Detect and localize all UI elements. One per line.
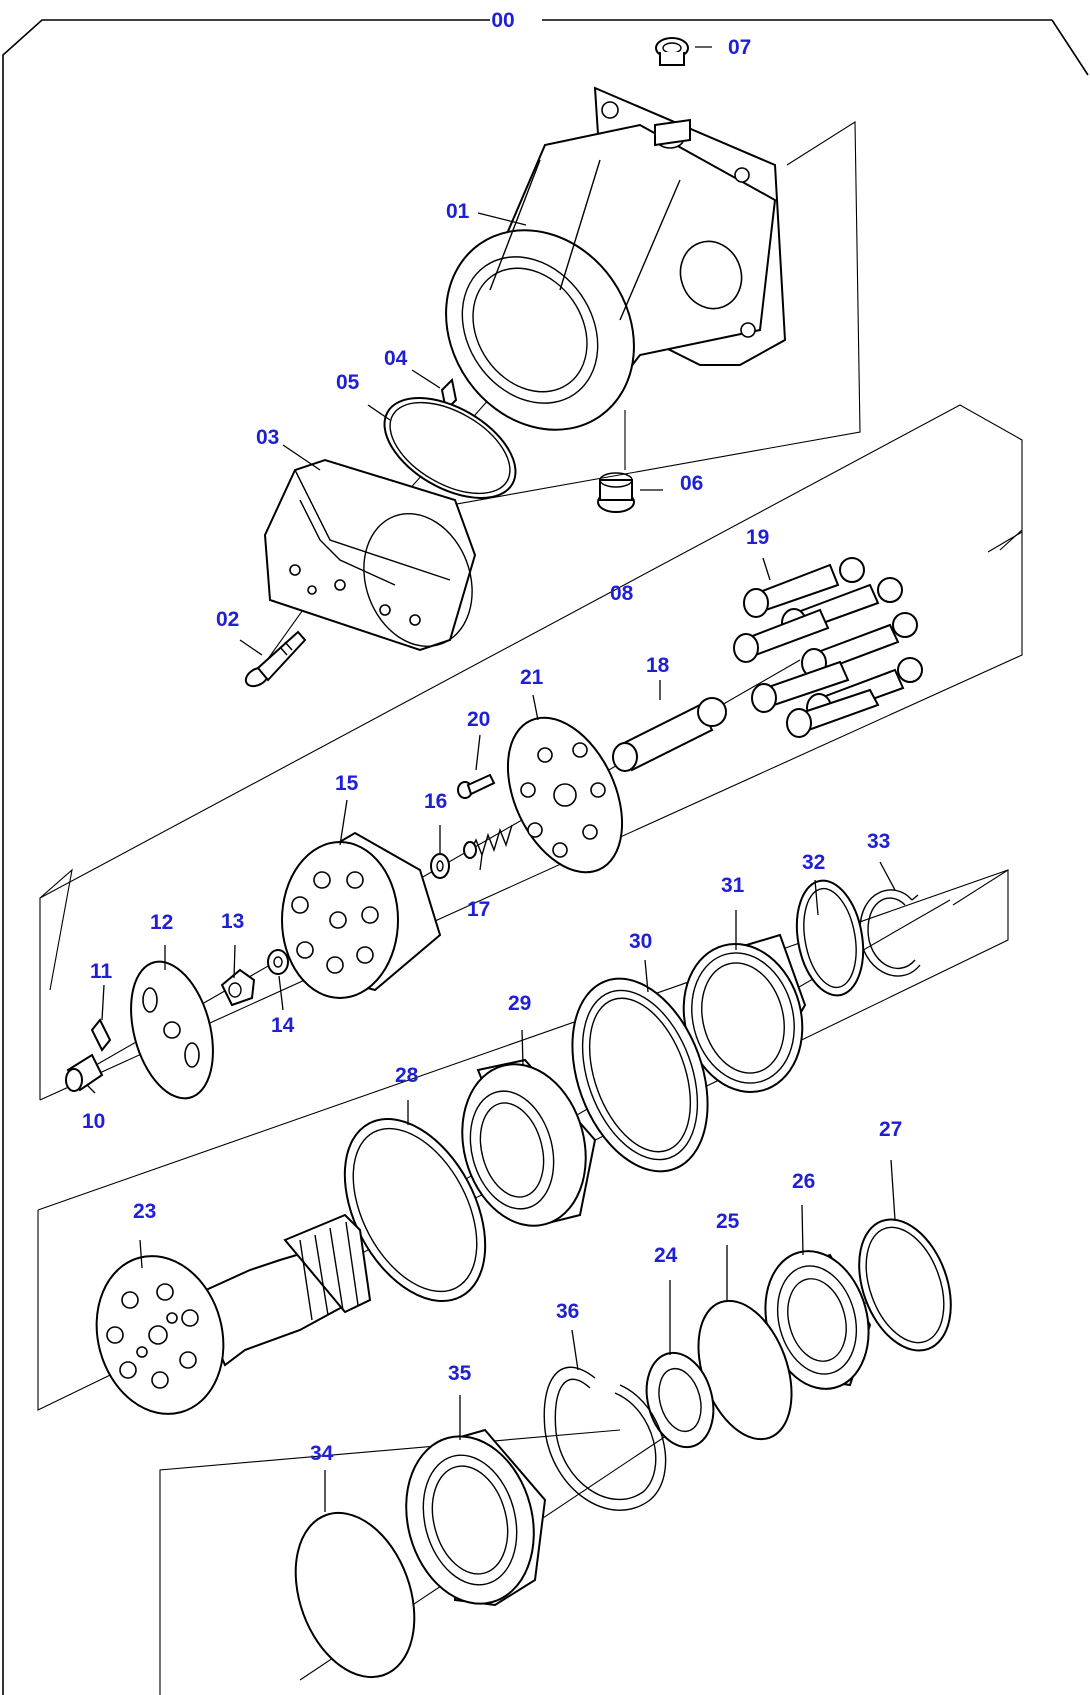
washer-part-16 — [430, 853, 450, 879]
bearing-part-29 — [461, 1058, 597, 1227]
seal-ring-part-30 — [571, 977, 709, 1173]
callout-30[interactable]: 30 — [629, 930, 652, 953]
callout-17[interactable]: 17 — [467, 898, 490, 921]
pin-part-11 — [90, 1018, 112, 1052]
callout-14[interactable]: 14 — [271, 1014, 295, 1037]
callout-13[interactable]: 13 — [221, 910, 244, 933]
callout-28[interactable]: 28 — [395, 1064, 419, 1087]
circlip-part-27 — [858, 1218, 952, 1352]
drive-shaft-part-23 — [95, 1213, 372, 1415]
callout-01[interactable]: 01 — [446, 200, 470, 223]
center-pin-part-18 — [612, 697, 727, 772]
callout-02[interactable]: 02 — [216, 608, 239, 631]
plug-part-07 — [655, 37, 689, 66]
callout-29[interactable]: 29 — [508, 992, 531, 1015]
callout-16[interactable]: 16 — [424, 790, 447, 813]
callout-32[interactable]: 32 — [802, 851, 825, 874]
callout-06[interactable]: 06 — [680, 472, 703, 495]
o-ring-part-34 — [294, 1511, 416, 1679]
callout-08[interactable]: 08 — [610, 582, 634, 605]
callout-19[interactable]: 19 — [746, 526, 769, 549]
shaft-seal-part-35 — [405, 1428, 547, 1607]
bearing-part-31 — [682, 933, 807, 1093]
callout-26[interactable]: 26 — [792, 1170, 815, 1193]
disc-part-12 — [130, 960, 214, 1100]
callout-labels: 00 07 01 04 05 03 06 02 08 19 18 21 20 1… — [82, 9, 902, 1465]
housing-group-bracket — [411, 121, 861, 513]
callout-07[interactable]: 07 — [728, 36, 751, 59]
small-washer-part-14 — [267, 949, 289, 975]
callout-00[interactable]: 00 — [491, 9, 514, 32]
callout-11[interactable]: 11 — [90, 960, 113, 983]
callout-15[interactable]: 15 — [335, 772, 359, 795]
cylinder-block-part-15 — [281, 831, 442, 999]
pistons-part-19 — [733, 557, 923, 738]
port-plate-part-03 — [263, 458, 477, 652]
callout-24[interactable]: 24 — [654, 1244, 678, 1267]
spring-part-17 — [463, 824, 513, 859]
small-bearing-part-24 — [645, 1351, 715, 1449]
callout-36[interactable]: 36 — [556, 1300, 579, 1323]
callout-05[interactable]: 05 — [336, 371, 360, 394]
retaining-plate-part-21 — [506, 716, 624, 874]
screw-part-20 — [457, 773, 496, 799]
callout-18[interactable]: 18 — [646, 654, 670, 677]
callout-35[interactable]: 35 — [448, 1362, 472, 1385]
nut-part-13 — [220, 968, 256, 1007]
bushing-part-10 — [65, 1053, 104, 1092]
callout-03[interactable]: 03 — [256, 426, 279, 449]
callout-20[interactable]: 20 — [467, 708, 490, 731]
callout-21[interactable]: 21 — [520, 666, 544, 689]
callout-12[interactable]: 12 — [150, 911, 173, 934]
callout-04[interactable]: 04 — [384, 347, 408, 370]
callout-10[interactable]: 10 — [82, 1110, 105, 1133]
snap-ring-part-36 — [543, 1366, 667, 1511]
motor-housing-part-01 — [445, 86, 787, 431]
callout-31[interactable]: 31 — [721, 874, 745, 897]
bolt-part-02 — [244, 630, 307, 688]
callout-25[interactable]: 25 — [716, 1210, 740, 1233]
drain-plug-part-06 — [597, 472, 635, 513]
callout-27[interactable]: 27 — [879, 1118, 902, 1141]
assembly-bracket-00 — [2, 19, 1089, 1695]
o-ring-part-05 — [383, 397, 517, 499]
circlip-part-33 — [859, 889, 921, 977]
callout-34[interactable]: 34 — [310, 1442, 334, 1465]
callout-23[interactable]: 23 — [133, 1200, 156, 1223]
leader-lines — [86, 46, 896, 1512]
ring-part-32 — [795, 879, 865, 997]
callout-33[interactable]: 33 — [867, 830, 890, 853]
